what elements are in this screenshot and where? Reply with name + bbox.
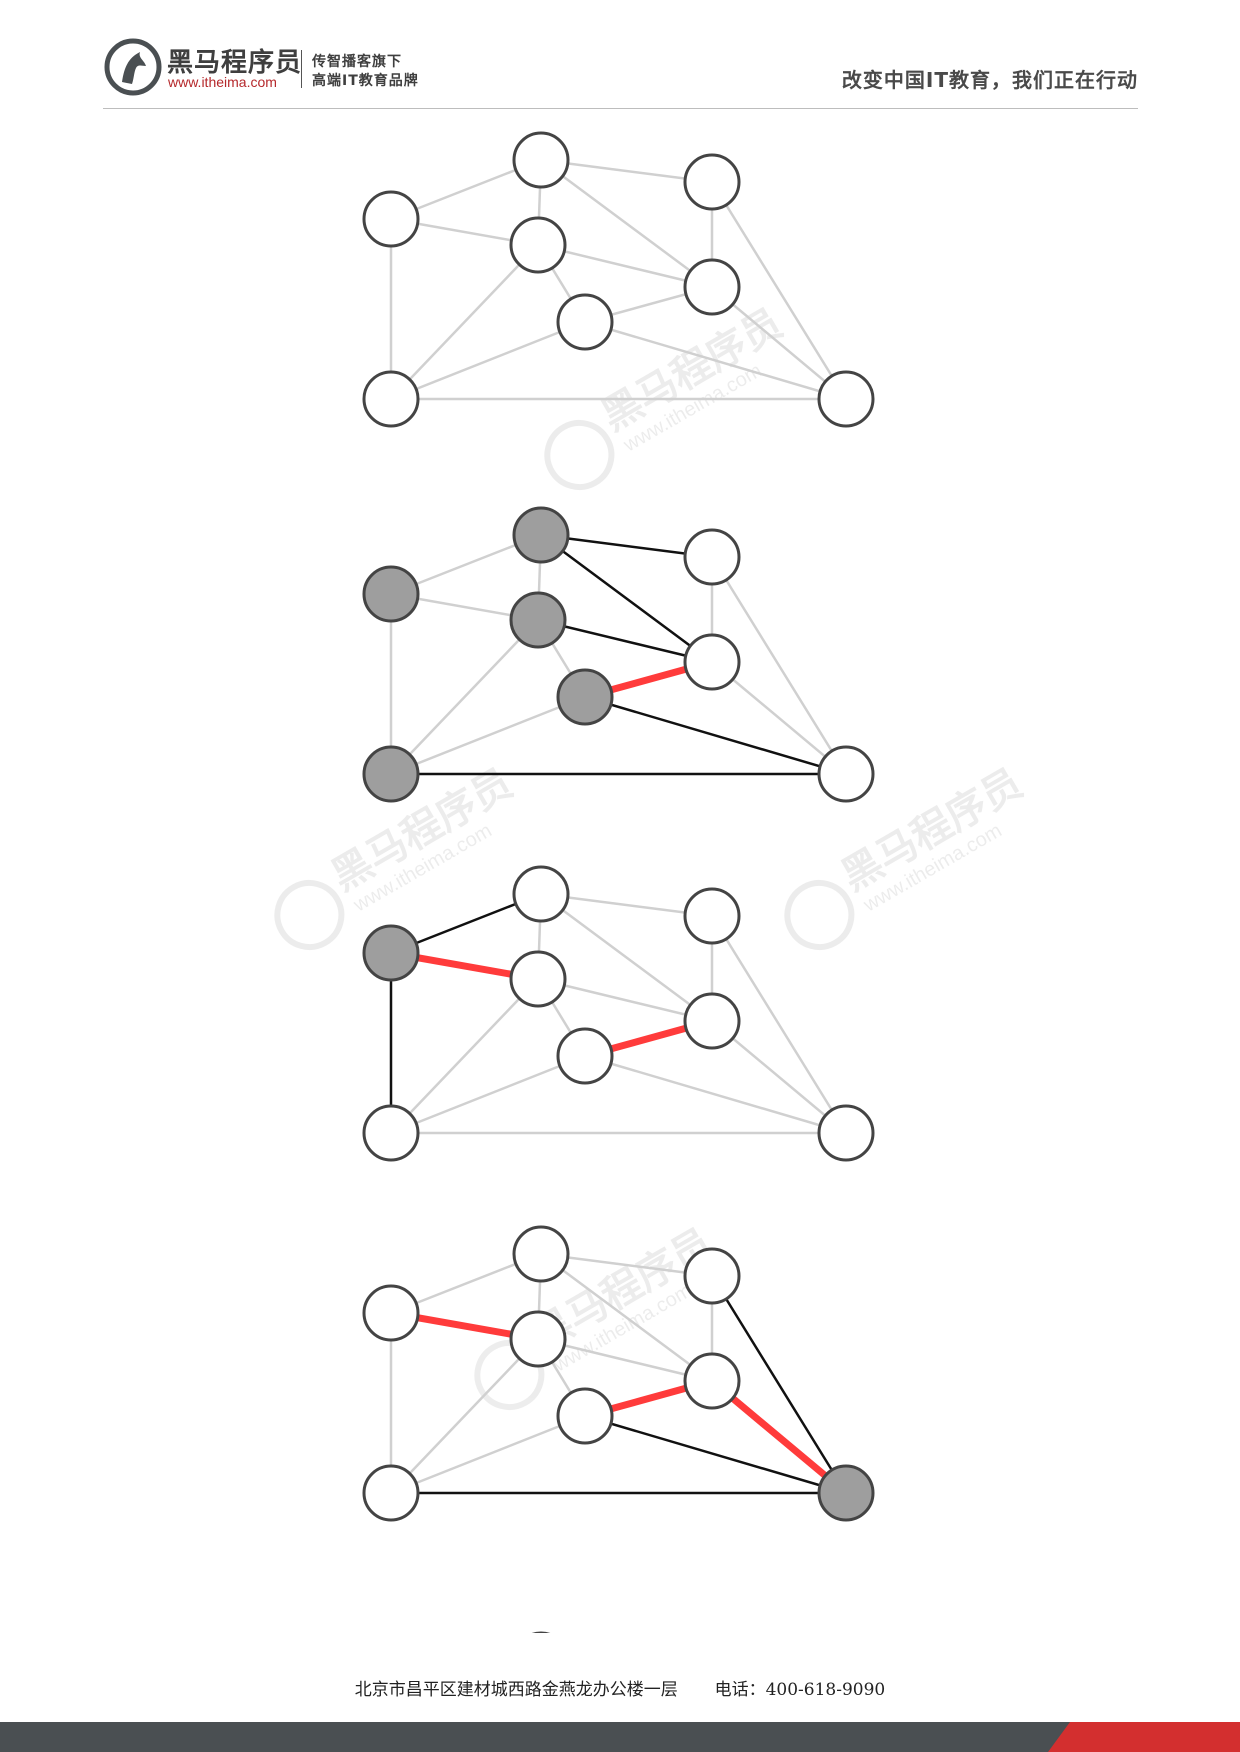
graph-edge-eg xyxy=(389,1054,587,1135)
header-divider xyxy=(103,108,1138,109)
graph-edge-cg xyxy=(389,1337,540,1495)
graph-edge-eg xyxy=(389,320,587,401)
graph-node-d xyxy=(683,153,741,211)
graph-node-d xyxy=(683,1247,741,1305)
graph-node-h xyxy=(817,370,875,428)
graph-node-g xyxy=(362,1464,420,1522)
graph-node-e xyxy=(556,1027,614,1085)
graph-node-a xyxy=(362,190,420,248)
footer-address: 北京市昌平区建材城西路金燕龙办公楼一层 xyxy=(354,1680,678,1700)
brand-subtitle-line1: 传智播客旗下 xyxy=(312,54,402,70)
graph-node-d xyxy=(683,887,741,945)
brand-name: 黑马程序员 xyxy=(167,48,303,78)
graph-edge-active-bd xyxy=(539,533,714,559)
graph-node-f xyxy=(683,992,741,1050)
graph-node-f xyxy=(683,633,741,691)
graph-edge-cf xyxy=(536,243,714,289)
graph-edge-bd xyxy=(539,892,714,918)
graph-node-f xyxy=(683,258,741,316)
graph-node-h xyxy=(817,1104,875,1162)
graph-node-b xyxy=(512,865,570,923)
graph-edge-eh xyxy=(583,1054,848,1135)
graph-node-h xyxy=(817,745,875,803)
graph-node-b xyxy=(512,506,570,564)
graph-edge-dh xyxy=(710,914,848,1135)
graph-edge-bf xyxy=(539,1252,714,1383)
header-slogan: 改变中国IT教育，我们正在行动 xyxy=(841,68,1138,92)
graph-panel-2 xyxy=(362,506,875,803)
graph-node-e xyxy=(556,293,614,351)
graph-node-c xyxy=(509,1310,567,1368)
watermark-logo-icon xyxy=(544,420,615,490)
graph-edge-dh xyxy=(710,180,848,401)
graph-edge-active-cf xyxy=(536,618,714,664)
graph-edge-active-dh xyxy=(710,1274,848,1495)
graph-edge-fh xyxy=(710,660,848,776)
graph-node-e xyxy=(556,1387,614,1445)
footer-bar-red xyxy=(1048,1722,1240,1752)
graph-node-a xyxy=(362,1284,420,1342)
brand-url: www.itheima.com xyxy=(168,74,277,90)
graph-edge-cg xyxy=(389,618,540,776)
graph-panel-4 xyxy=(362,1225,875,1522)
graph-node-g xyxy=(362,745,420,803)
graph-edge-highlight-fh xyxy=(708,1377,850,1497)
page-header: 黑马程序员 www.itheima.com 传智播客旗下 高端IT教育品牌 改变… xyxy=(0,0,1240,112)
graph-edge-cf xyxy=(536,1337,714,1383)
graph-edge-cg xyxy=(389,243,540,401)
graph-edge-eh xyxy=(583,320,848,401)
graph-node-d xyxy=(683,528,741,586)
footer-bar xyxy=(0,1722,1240,1752)
watermark-logo-icon xyxy=(784,880,855,950)
graph-node-c xyxy=(509,950,567,1008)
graph-node-f xyxy=(683,1352,741,1410)
graph-node-a xyxy=(362,565,420,623)
graph-edge-cf xyxy=(536,977,714,1023)
graph-node-e xyxy=(556,668,614,726)
graph-node-h xyxy=(817,1464,875,1522)
footer-contact: 北京市昌平区建材城西路金燕龙办公楼一层 电话：400-618-9090 xyxy=(0,1675,1240,1700)
graph-node-g xyxy=(362,1104,420,1162)
graph-edge-fh xyxy=(710,285,848,401)
graph-edge-bd xyxy=(539,1252,714,1278)
graph-node-b xyxy=(512,1225,570,1283)
graph-node-a xyxy=(362,924,420,982)
graph-edge-bd xyxy=(539,158,714,184)
brand-subtitle-line2: 高端IT教育品牌 xyxy=(312,73,419,89)
footer-phone: 电话：400-618-9090 xyxy=(714,1680,886,1700)
graph-edge-bf xyxy=(539,158,714,289)
graph-node-b xyxy=(512,131,570,189)
graph-edge-active-bf xyxy=(539,533,714,664)
graph-edge-dh xyxy=(710,555,848,776)
graph-node-g xyxy=(362,370,420,428)
graph-node-c xyxy=(509,591,567,649)
graph-edge-eg xyxy=(389,1414,587,1495)
graph-edge-active-eh xyxy=(583,1414,848,1495)
graph-panel-3 xyxy=(362,865,875,1162)
graph-edge-cg xyxy=(389,977,540,1135)
footer-bar-dark xyxy=(0,1722,1240,1752)
graph-panel-1 xyxy=(362,131,875,428)
brand-separator xyxy=(301,50,302,88)
watermark-logo-icon xyxy=(274,880,345,950)
graph-edge-fh xyxy=(710,1019,848,1135)
graph-edge-active-eh xyxy=(583,695,848,776)
horse-logo-icon xyxy=(104,38,162,96)
graph-edge-bf xyxy=(539,892,714,1023)
graph-edge-eg xyxy=(389,695,587,776)
graph-node-c xyxy=(509,216,567,274)
